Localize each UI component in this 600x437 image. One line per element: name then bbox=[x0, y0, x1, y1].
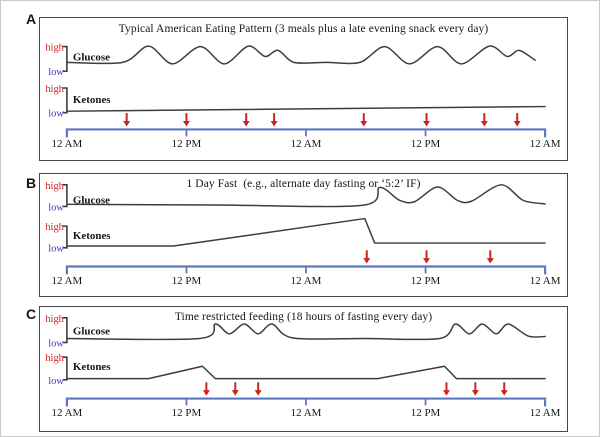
axis-high-label: high bbox=[45, 314, 64, 325]
panel-title: Time restricted feeding (18 hours of fas… bbox=[174, 311, 433, 323]
meal-arrow-icon bbox=[442, 382, 450, 396]
timeline-axis bbox=[65, 397, 547, 407]
ketones-curve bbox=[66, 217, 546, 247]
y-axis bbox=[62, 356, 68, 381]
trace-label: Ketones bbox=[73, 230, 111, 242]
panel-letter: B bbox=[26, 175, 37, 191]
timeline-tick-label: 12 AM bbox=[530, 138, 561, 150]
timeline-tick-label: 12 PM bbox=[411, 275, 441, 287]
panel-box: 1 Day Fast (e.g., alternate day fasting … bbox=[39, 173, 568, 297]
panel-letter: C bbox=[26, 306, 37, 322]
timeline-tick-label: 12 AM bbox=[52, 275, 83, 287]
panel-box: Typical American Eating Pattern (3 meals… bbox=[39, 17, 568, 161]
y-axis bbox=[62, 225, 68, 249]
meal-arrow-icon bbox=[423, 113, 431, 127]
timeline-tick-label: 12 AM bbox=[52, 407, 83, 419]
trace-label: Glucose bbox=[73, 51, 110, 63]
panel-title: 1 Day Fast (e.g., alternate day fasting … bbox=[186, 178, 421, 190]
meal-arrow-icon bbox=[363, 250, 371, 264]
timeline-tick-label: 12 PM bbox=[172, 275, 202, 287]
axis-low-label: low bbox=[48, 244, 64, 255]
axis-low-label: low bbox=[48, 376, 64, 387]
axis-low-label: low bbox=[48, 338, 64, 349]
timeline-tick-label: 12 PM bbox=[172, 138, 202, 150]
trace-label: Glucose bbox=[73, 326, 110, 338]
meal-arrow-icon bbox=[480, 113, 488, 127]
timeline-tick-label: 12 PM bbox=[411, 138, 441, 150]
ketones-curve bbox=[66, 105, 546, 112]
panel-title: Typical American Eating Pattern (3 meals… bbox=[118, 23, 489, 35]
glucose-curve bbox=[66, 45, 536, 65]
axis-high-label: high bbox=[45, 43, 64, 54]
y-axis bbox=[62, 87, 68, 114]
axis-high-label: high bbox=[45, 222, 64, 233]
axis-low-label: low bbox=[48, 109, 64, 120]
ketones-curve bbox=[66, 365, 546, 380]
panel-letter: A bbox=[26, 11, 37, 27]
meal-arrow-icon bbox=[242, 113, 250, 127]
timeline-tick-label: 12 AM bbox=[291, 138, 322, 150]
meal-arrow-icon bbox=[513, 113, 521, 127]
meal-arrow-icon bbox=[270, 113, 278, 127]
y-axis bbox=[62, 184, 68, 208]
meal-arrow-icon bbox=[500, 382, 508, 396]
axis-low-label: low bbox=[48, 202, 64, 213]
axis-high-label: high bbox=[45, 181, 64, 192]
timeline-tick-label: 12 AM bbox=[530, 407, 561, 419]
timeline-tick-label: 12 AM bbox=[52, 138, 83, 150]
meal-arrow-icon bbox=[123, 113, 131, 127]
meal-arrow-icon bbox=[231, 382, 239, 396]
meal-arrow-icon bbox=[182, 113, 190, 127]
meal-arrow-icon bbox=[202, 382, 210, 396]
timeline-tick-label: 12 PM bbox=[411, 407, 441, 419]
timeline-tick-label: 12 PM bbox=[172, 407, 202, 419]
trace-label: Glucose bbox=[73, 195, 110, 207]
trace-label: Ketones bbox=[73, 94, 111, 106]
timeline-tick-label: 12 AM bbox=[530, 275, 561, 287]
glucose-curve bbox=[66, 184, 546, 208]
y-axis bbox=[62, 45, 68, 73]
timeline-tick-label: 12 AM bbox=[291, 407, 322, 419]
axis-high-label: high bbox=[45, 84, 64, 95]
trace-label: Ketones bbox=[73, 361, 111, 373]
meal-arrow-icon bbox=[486, 250, 494, 264]
timeline-axis bbox=[65, 265, 547, 275]
y-axis bbox=[62, 317, 68, 344]
panel-box: Time restricted feeding (18 hours of fas… bbox=[39, 306, 568, 432]
glucose-curve bbox=[66, 323, 546, 341]
timeline-tick-label: 12 AM bbox=[291, 275, 322, 287]
axis-high-label: high bbox=[45, 353, 64, 364]
meal-arrow-icon bbox=[423, 250, 431, 264]
meal-arrow-icon bbox=[360, 113, 368, 127]
axis-low-label: low bbox=[48, 67, 64, 78]
meal-arrow-icon bbox=[254, 382, 262, 396]
meal-arrow-icon bbox=[471, 382, 479, 396]
